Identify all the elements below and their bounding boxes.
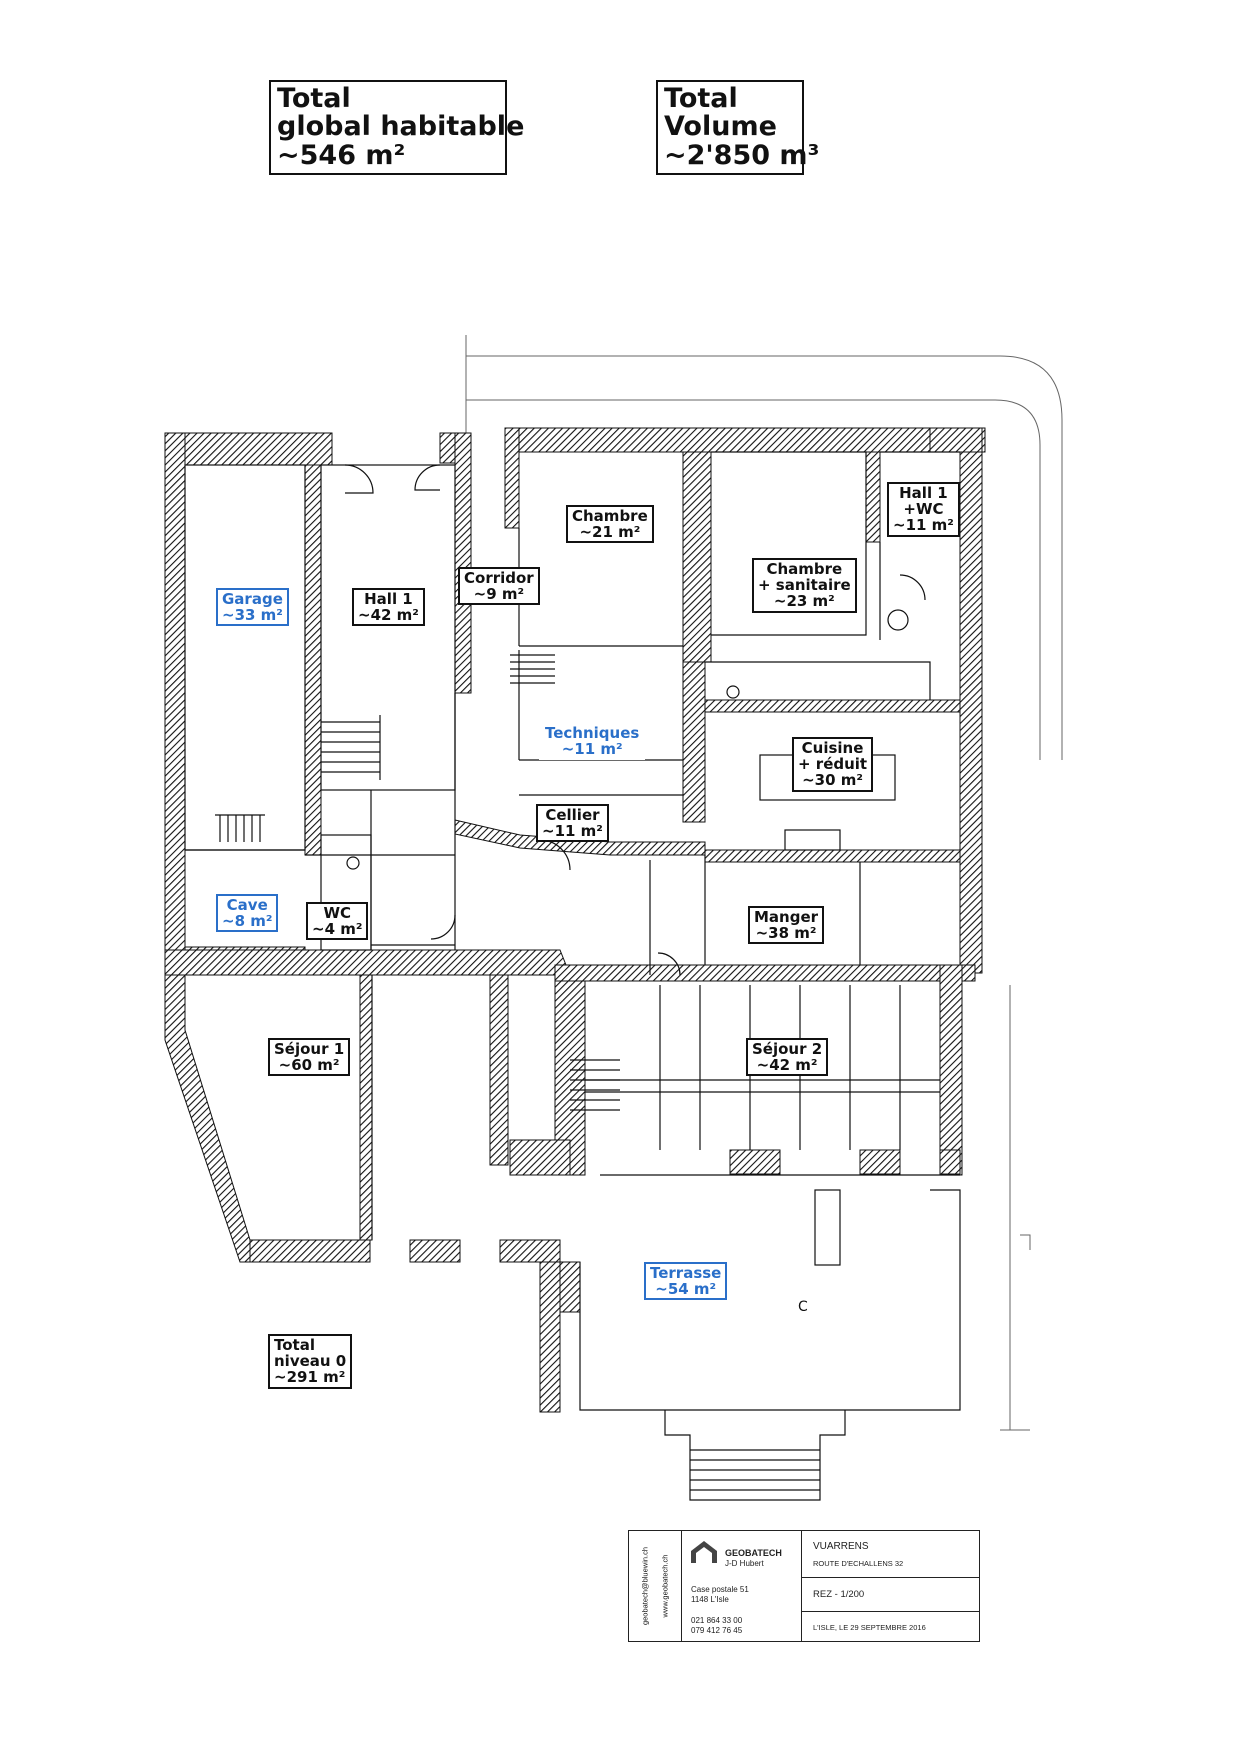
room-label-hall1-wc: Hall 1 +WC ~11 m²	[887, 482, 960, 537]
total-volume-box: Total Volume ~2'850 m³	[656, 80, 820, 176]
room-label-terrasse: Terrasse ~54 m²	[644, 1262, 728, 1301]
title-block-divider	[801, 1577, 979, 1578]
room-label-chambre-sanitaire: Chambre + sanitaire ~23 m²	[752, 558, 857, 613]
total-volume-line2: Volume	[664, 111, 777, 143]
company-phones: 021 864 33 00 079 412 76 45	[691, 1616, 743, 1635]
email-text: geobatech@bluewin.ch	[640, 1546, 650, 1626]
title-block-project: VUARRENS ROUTE D'ECHALLENS 32 REZ - 1/20…	[801, 1531, 979, 1641]
title-block: geobatech@bluewin.ch www.geobatech.ch GE…	[628, 1530, 980, 1642]
room-label-chambre: Chambre ~21 m²	[566, 505, 654, 544]
plan-date: L'ISLE, LE 29 SEPTEMBRE 2016	[813, 1623, 926, 1632]
company-name: GEOBATECH	[725, 1548, 782, 1558]
company-address: Case postale 51 1148 L'Isle	[691, 1585, 749, 1604]
plan-scale: REZ - 1/200	[813, 1589, 865, 1600]
web-text: www.geobatech.ch	[660, 1554, 670, 1618]
room-label-corridor: Corridor ~9 m²	[458, 567, 540, 606]
walls	[164, 427, 986, 1413]
project-place: VUARRENS	[813, 1541, 869, 1552]
total-volume-line1: Total	[664, 83, 738, 114]
room-label-sejour1: Séjour 1 ~60 m²	[268, 1038, 351, 1077]
room-label-techniques: Techniques ~11 m²	[539, 722, 646, 761]
room-label-garage: Garage ~33 m²	[216, 588, 289, 627]
property-outline	[465, 335, 1063, 1431]
plan-mark: C	[798, 1299, 808, 1315]
room-label-wc: WC ~4 m²	[306, 902, 369, 941]
room-label-hall1: Hall 1 ~42 m²	[352, 588, 425, 627]
title-block-contacts: geobatech@bluewin.ch www.geobatech.ch	[629, 1531, 682, 1641]
total-global-line3: ~546 m²	[277, 139, 406, 171]
title-block-divider	[801, 1611, 979, 1612]
room-label-sejour2: Séjour 2 ~42 m²	[746, 1038, 829, 1077]
total-global-line2: global habitable	[277, 111, 525, 143]
title-block-company: GEOBATECH J-D Hubert Case postale 51 114…	[681, 1531, 802, 1641]
company-logo-icon	[691, 1541, 717, 1563]
total-level0-box: Total niveau 0 ~291 m²	[268, 1334, 353, 1389]
room-label-cave: Cave ~8 m²	[216, 894, 279, 933]
total-global-habitable-box: Total global habitable ~546 m²	[269, 80, 525, 176]
total-volume-line3: ~2'850 m³	[664, 139, 820, 171]
company-person: J-D Hubert	[725, 1559, 764, 1568]
project-street: ROUTE D'ECHALLENS 32	[813, 1559, 904, 1568]
room-label-cellier: Cellier ~11 m²	[536, 804, 609, 843]
room-label-cuisine: Cuisine + réduit ~30 m²	[792, 737, 874, 792]
room-label-manger: Manger ~38 m²	[748, 906, 825, 945]
total-global-line1: Total	[277, 83, 351, 114]
